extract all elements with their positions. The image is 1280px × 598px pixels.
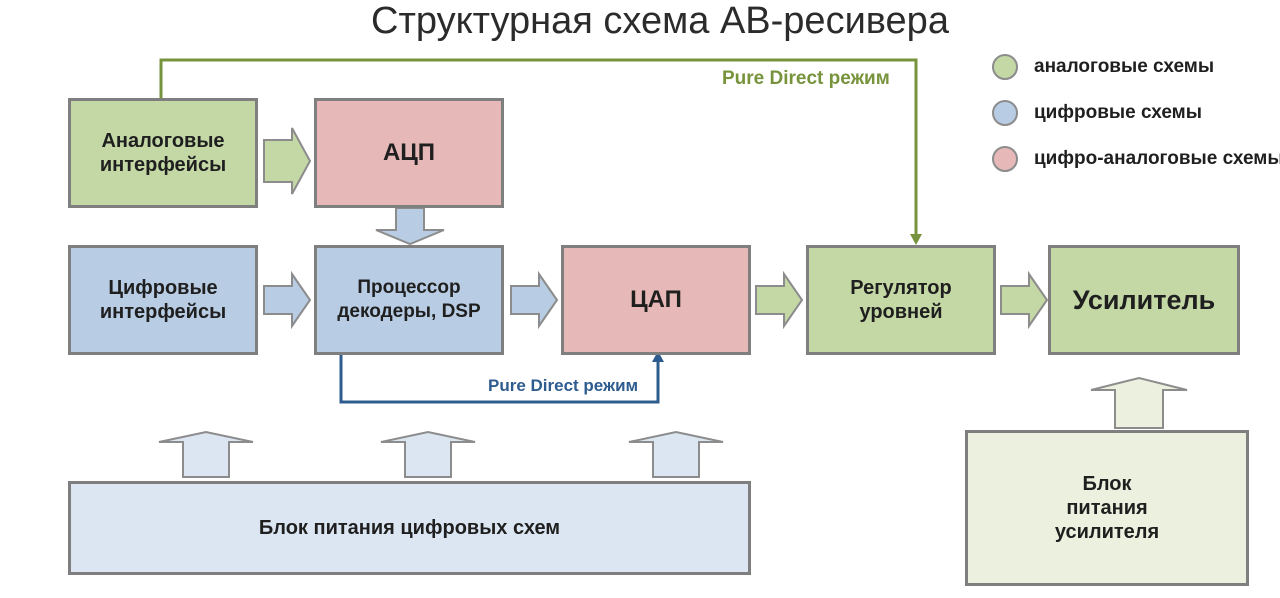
arrow-level-to-amplifier bbox=[1000, 270, 1049, 330]
block-digital-interfaces-line-2: интерфейсы bbox=[99, 301, 227, 323]
block-digital-psu: Блок питания цифровых схем bbox=[68, 481, 751, 575]
block-amp-psu-line-1: Блок bbox=[1082, 473, 1132, 495]
diagram-title: Структурная схема АВ-ресивера bbox=[371, 0, 949, 42]
legend-swatch-digital bbox=[992, 100, 1018, 126]
arrow-digital-to-processor bbox=[263, 270, 312, 330]
block-processor-line-2: декодеры, DSP bbox=[337, 301, 481, 322]
power-arrow-1 bbox=[158, 430, 254, 478]
pure-direct-digital-arrowhead bbox=[652, 351, 664, 362]
power-arrow-2 bbox=[380, 430, 476, 478]
arrow-dac-to-level bbox=[755, 270, 804, 330]
arrow-processor-to-dac bbox=[510, 270, 559, 330]
legend-swatch-mixed bbox=[992, 146, 1018, 172]
arrow-analog-to-adc bbox=[263, 127, 312, 195]
legend-swatch-analog bbox=[992, 54, 1018, 80]
pure-direct-analog-line bbox=[159, 58, 918, 236]
block-dac-label: ЦАП bbox=[630, 286, 682, 313]
pure-direct-digital-line bbox=[339, 354, 660, 404]
power-arrow-amp bbox=[1090, 376, 1188, 429]
block-amplifier-label: Усилитель bbox=[1072, 285, 1216, 315]
block-adc: АЦП bbox=[314, 98, 504, 208]
block-digital-psu-label: Блок питания цифровых схем bbox=[258, 517, 561, 539]
legend-label-digital: цифровые схемы bbox=[1034, 102, 1202, 123]
block-adc-label: АЦП bbox=[382, 139, 436, 166]
block-digital-interfaces-line-1: Цифровые bbox=[108, 277, 218, 299]
power-arrow-3 bbox=[628, 430, 724, 478]
block-processor-line-1: Процессор bbox=[357, 277, 461, 298]
legend-item-digital: цифровые схемы bbox=[992, 100, 1202, 126]
block-amp-psu-line-2: питания bbox=[1066, 497, 1148, 519]
block-level-control-line-1: Регулятор bbox=[850, 277, 952, 299]
legend-item-analog: аналоговые схемы bbox=[992, 54, 1214, 80]
block-amplifier: Усилитель bbox=[1048, 245, 1240, 355]
block-analog-interfaces-line-1: Аналоговые bbox=[101, 130, 225, 152]
block-amp-psu-line-3: усилителя bbox=[1054, 521, 1160, 543]
block-level-control-line-2: уровней bbox=[859, 301, 943, 323]
legend-label-mixed: цифро-аналоговые схемы bbox=[1034, 148, 1280, 169]
block-dac: ЦАП bbox=[561, 245, 751, 355]
block-processor: Процессор декодеры, DSP bbox=[314, 245, 504, 355]
pure-direct-analog-arrowhead bbox=[910, 234, 922, 245]
pure-direct-label-bottom: Pure Direct режим bbox=[488, 376, 639, 395]
legend-item-mixed: цифро-аналоговые схемы bbox=[992, 146, 1280, 172]
legend-label-analog: аналоговые схемы bbox=[1034, 56, 1215, 77]
block-analog-interfaces-line-2: интерфейсы bbox=[99, 154, 227, 176]
pure-direct-label-top: Pure Direct режим bbox=[722, 68, 890, 89]
arrow-adc-to-processor bbox=[375, 207, 445, 246]
